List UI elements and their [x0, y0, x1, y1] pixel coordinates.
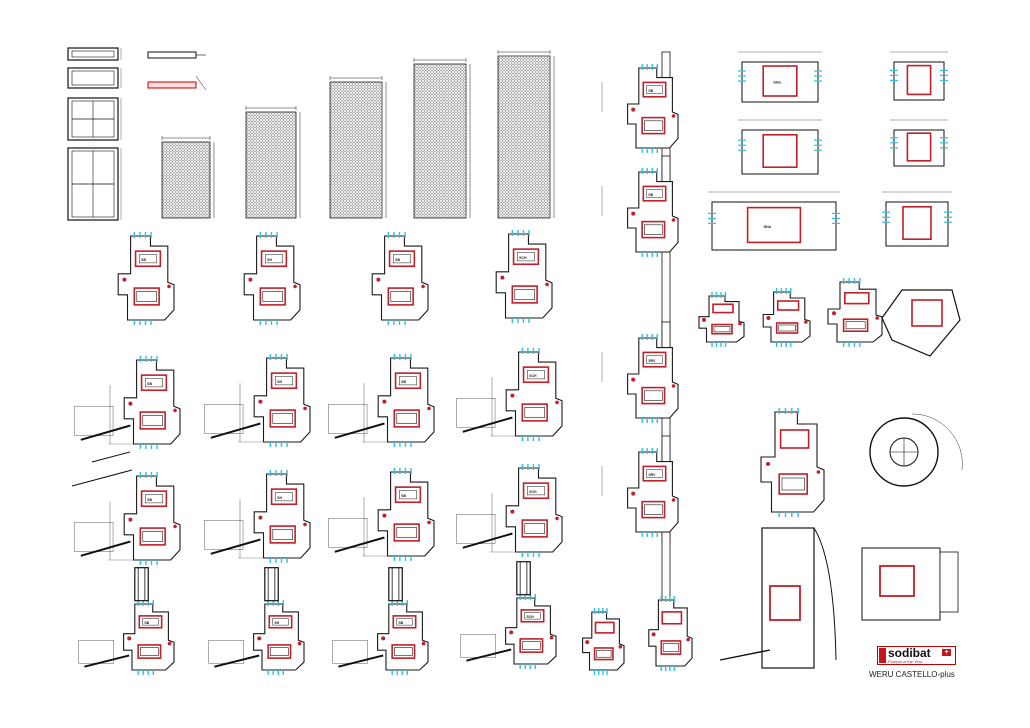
coupling-section-6 — [882, 191, 952, 247]
profile-row1-3: SB — [371, 232, 429, 325]
corner-section-3 — [827, 278, 883, 347]
frame-section-1 — [67, 47, 122, 61]
product-title: WERU CASTELLO-plus — [869, 670, 955, 679]
svg-text:SH: SH — [277, 496, 282, 500]
profile-row4-2: SH — [208, 567, 305, 675]
svg-text:SRV: SRV — [648, 473, 656, 477]
profile-row2-2: SH — [204, 354, 311, 447]
shutter-box-5 — [497, 50, 555, 219]
coupling-section-1: Shb — [738, 51, 822, 103]
vertical-profile-1: SB — [627, 64, 679, 153]
vertical-profile-4: SRV — [627, 448, 679, 537]
logo-brand: sodibat — [888, 646, 931, 660]
svg-text:SB: SB — [401, 494, 406, 498]
svg-text:SB: SB — [147, 382, 152, 386]
svg-text:SB: SB — [141, 258, 146, 262]
svg-text:SH: SH — [274, 621, 279, 625]
round-corner-section — [869, 413, 963, 487]
logo-tagline: Product of the Year — [888, 659, 923, 664]
svg-text:SCH: SCH — [529, 374, 537, 378]
svg-text:SB: SB — [401, 380, 406, 384]
svg-text:SB: SB — [147, 498, 152, 502]
frame-section-2 — [67, 67, 122, 89]
frame-section-3 — [67, 97, 122, 141]
corner-section-1 — [698, 292, 745, 347]
svg-text:SH: SH — [267, 258, 272, 262]
logo-mark — [879, 648, 886, 663]
svg-text:Shb: Shb — [763, 224, 771, 229]
profile-row2-4: SCH — [456, 348, 563, 441]
profile-row4-4: SCH — [460, 561, 557, 669]
coupling-section-2 — [738, 119, 822, 175]
profile-row4-3: SB — [332, 567, 429, 675]
profile-row2-1: SB — [74, 356, 181, 449]
profile-row1-2: SH — [243, 232, 301, 325]
small-section-2 — [648, 596, 693, 671]
sill-section — [147, 51, 207, 91]
profile-row3-4: SCH — [456, 464, 563, 557]
shutter-box-2 — [245, 106, 301, 219]
coupling-section-5 — [890, 119, 948, 167]
angled-corner — [881, 289, 961, 357]
svg-text:SCH: SCH — [526, 615, 534, 619]
coupling-section-4 — [890, 51, 948, 101]
shutter-box-3 — [329, 76, 387, 219]
profile-row3-3: SB — [328, 468, 435, 561]
frame-section-4 — [67, 147, 122, 221]
svg-text:SCH: SCH — [529, 490, 537, 494]
svg-text:SH: SH — [277, 380, 282, 384]
sodibat-logo: sodibat + Product of the Year — [877, 646, 956, 665]
logo-badge: + — [942, 649, 951, 656]
corner-section-2 — [762, 288, 811, 347]
vertical-profile-3: SRV — [627, 334, 679, 423]
profile-row2-3: SB — [328, 354, 435, 447]
profile-row4-1: SB — [78, 567, 175, 675]
svg-text:SB: SB — [398, 621, 403, 625]
small-section-1 — [582, 608, 625, 675]
tilt-arms — [71, 451, 133, 487]
svg-text:SB: SB — [648, 89, 653, 93]
svg-text:Shb: Shb — [773, 80, 781, 85]
svg-text:SB: SB — [648, 193, 653, 197]
profile-row3-2: SH — [204, 470, 311, 563]
shutter-box-1 — [161, 136, 215, 219]
svg-text:SRV: SRV — [648, 359, 656, 363]
vertical-profile-2: SB — [627, 168, 679, 257]
profile-row3-1: SB — [74, 472, 181, 565]
profile-row1-4: SCH — [495, 230, 553, 323]
svg-text:SB: SB — [144, 621, 149, 625]
corner-joint-section — [861, 547, 959, 621]
svg-text:SCH: SCH — [519, 256, 527, 260]
mullion-section-1 — [760, 408, 825, 517]
svg-text:SB: SB — [395, 258, 400, 262]
tall-section — [719, 527, 837, 669]
coupling-section-3: Shb — [708, 191, 840, 251]
profile-row1-1: SB — [117, 232, 175, 325]
shutter-box-4 — [413, 58, 471, 219]
